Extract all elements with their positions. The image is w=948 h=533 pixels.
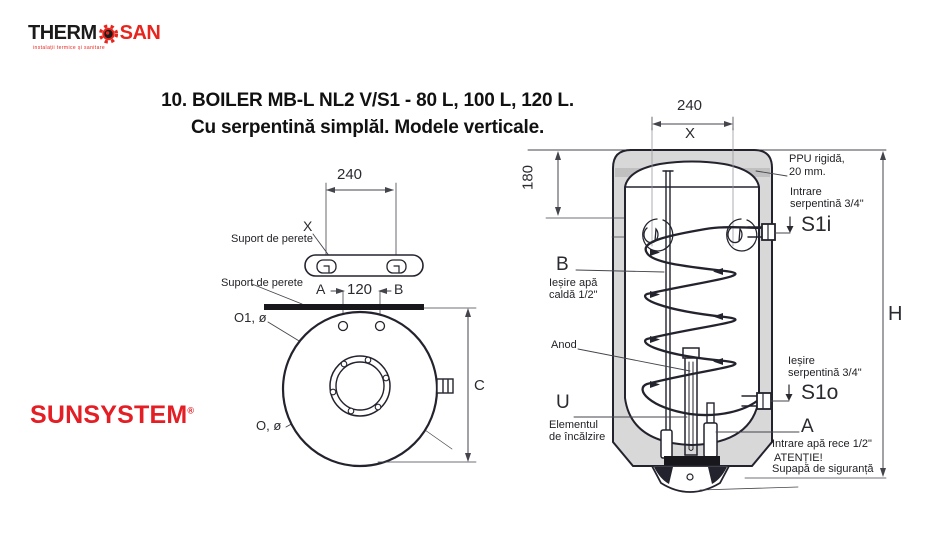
- dim-180: [545, 151, 625, 219]
- top-view-a-label: A: [316, 281, 326, 297]
- thermosan-tagline: instalații termice și sanitare: [33, 45, 106, 51]
- coil-outlet-code: S1o: [801, 381, 839, 404]
- thermosan-logo: THERM SAN: [28, 22, 161, 45]
- registered-mark: ®: [187, 405, 195, 416]
- port-arrows: [785, 216, 794, 401]
- inner-tank: [624, 160, 760, 447]
- sunsystem-logo-text: SUNSYSTEM: [30, 401, 188, 429]
- bottom-flange: [664, 456, 720, 466]
- top-view-b-label: B: [394, 281, 404, 297]
- section-b-label: B: [556, 254, 569, 275]
- top-view-c-label: C: [474, 377, 485, 394]
- serpentine-coil: [641, 226, 762, 417]
- insulation-label-1: PPU rigidă,: [789, 153, 845, 165]
- page-title-line1: 10. BOILER MB-L NL2 V/S1 - 80 L, 100 L, …: [161, 90, 574, 111]
- section-view-diagram: [527, 116, 887, 493]
- s1i-fitting: [747, 223, 776, 241]
- coil-inlet-code: S1i: [801, 213, 832, 236]
- flange-label: O1, ø: [234, 310, 267, 325]
- thermosan-logo-text-red: SAN: [119, 22, 161, 44]
- center-label: O, ø: [256, 418, 282, 433]
- bottom-cap: [650, 465, 731, 493]
- section-h-label: H: [888, 303, 903, 325]
- cold-water-label: Intrare apă rece 1/2": [772, 438, 872, 450]
- hot-water-label-1: Ieșire apă: [549, 277, 598, 289]
- dim-c: [377, 307, 477, 463]
- sunsystem-logo: SUNSYSTEM®: [30, 401, 194, 430]
- coil-inlet-label-2: serpentină 3/4": [790, 198, 864, 210]
- section-a-label: A: [801, 416, 814, 437]
- mount-hole-a: [337, 320, 349, 332]
- leader-lines-right: [573, 170, 800, 433]
- section-dim-240: 240: [677, 97, 703, 114]
- heating-element: [682, 347, 700, 456]
- page-title-line2: Cu serpentină simplăl. Modele verticale.: [190, 117, 545, 138]
- hot-water-label-2: caldă 1/2": [549, 289, 598, 301]
- heater-label-1: Elementul: [549, 419, 598, 431]
- top-view-diagram: [251, 182, 477, 468]
- mount-hole-b: [374, 320, 386, 332]
- section-u-label: U: [556, 392, 570, 413]
- side-connector: [436, 378, 454, 394]
- section-x-label: X: [685, 125, 696, 142]
- warning-label-2: Supapă de siguranță: [772, 463, 874, 475]
- gear-icon: [98, 23, 119, 44]
- anode-label: Anod: [551, 339, 577, 351]
- coil-outlet-label-2: serpentină 3/4": [788, 367, 862, 379]
- flange: [329, 355, 391, 417]
- wall-bracket-plate: [304, 254, 424, 277]
- thermosan-logo-text-black: THERM: [28, 22, 97, 44]
- coil-inlet-label-1: Intrare: [790, 186, 822, 198]
- heater-label-2: de încălzire: [549, 431, 606, 443]
- section-dim-180: 180: [519, 164, 537, 191]
- top-view-dim-120: 120: [347, 281, 373, 298]
- wall-mount-label-2: Suport de perete: [221, 277, 303, 289]
- warning-label-1: ATENȚIE!: [774, 452, 823, 464]
- insulation-label-2: 20 mm.: [789, 166, 826, 178]
- dim-240-right: [651, 116, 734, 131]
- dim-h: [699, 151, 887, 491]
- top-view-x-label: X: [303, 218, 313, 234]
- top-view-dim-240: 240: [337, 166, 363, 183]
- coil-outlet-label-1: Ieșire: [788, 355, 815, 367]
- coil-flow-arrows: [650, 249, 723, 388]
- wall-mount-label-1: Suport de perete: [231, 233, 313, 245]
- wall-mount-bar: [264, 304, 424, 310]
